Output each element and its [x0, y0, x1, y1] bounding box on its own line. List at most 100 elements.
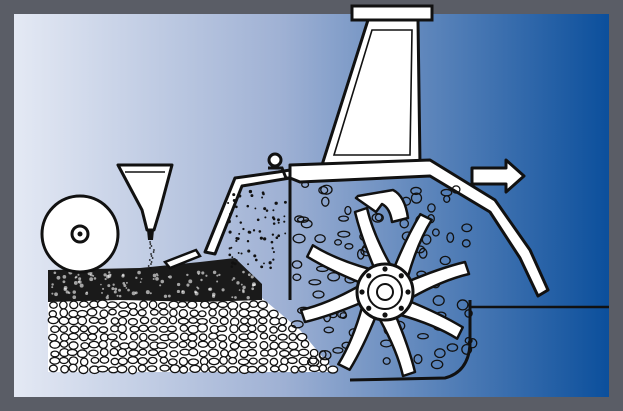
gravel-pebble [218, 366, 227, 373]
gravel-pebble [151, 309, 159, 315]
gravel-pebble [169, 301, 178, 308]
gravel-pebble [118, 325, 126, 333]
gravel-pebble [299, 349, 309, 355]
hub-bolt [366, 306, 371, 311]
gravel-pebble [229, 358, 237, 364]
gravel-pebble [269, 310, 278, 318]
gravel-pebble [111, 318, 118, 325]
gravel-pebble [99, 318, 107, 324]
spray-dot [254, 208, 256, 210]
gravel-pebble [159, 351, 167, 358]
gravel-pebble [209, 349, 219, 356]
gravel-pebble [260, 333, 267, 339]
gravel-pebble [87, 309, 96, 316]
spray-dot [253, 229, 255, 231]
gravel-pebble [120, 343, 129, 349]
gravel-pebble [281, 358, 288, 365]
gravel-pebble [111, 341, 119, 347]
gravel-pebble [89, 341, 99, 347]
gravel-pebble [148, 326, 157, 332]
gravel-pebble [271, 366, 279, 372]
spray-dot [250, 194, 253, 197]
gravel-pebble [109, 367, 118, 373]
gravel-pebble [98, 366, 108, 372]
gravel-pebble [201, 301, 210, 308]
spray-dot [277, 218, 280, 221]
gravel-pebble [168, 326, 177, 332]
gravel-pebble [188, 301, 197, 308]
gravel-pebble [249, 342, 256, 348]
gravel-pebble [119, 302, 128, 308]
gravel-pebble [128, 357, 138, 364]
hub-bolt [382, 312, 387, 317]
gravel-pebble [107, 302, 117, 308]
gravel-pebble [67, 349, 77, 355]
spray-dot [260, 265, 263, 268]
gravel-pebble [88, 326, 97, 334]
spray-dot [231, 265, 234, 268]
gravel-pebble [158, 303, 167, 309]
gravel-pebble [248, 325, 256, 331]
gravel-pebble [229, 334, 237, 341]
spray-dot [238, 194, 241, 197]
gravel-pebble [219, 309, 228, 317]
gravel-pebble [140, 333, 147, 340]
gravel-pebble [268, 349, 277, 356]
gravel-pebble [198, 324, 208, 332]
gravel-pebble [269, 335, 276, 341]
gravel-pebble [77, 310, 87, 316]
gravel-pebble [180, 366, 188, 373]
gravel-pebble [240, 350, 248, 357]
gravel-pebble [170, 351, 178, 357]
gravel-pebble [60, 309, 67, 317]
gravel-pebble [51, 351, 59, 357]
gravel-pebble [289, 334, 296, 341]
spray-dot [242, 228, 244, 230]
gravel-pebble [209, 333, 218, 339]
gravel-pebble [51, 326, 59, 332]
gravel-pebble [270, 342, 278, 349]
gravel-pebble [89, 317, 98, 323]
hub-bolt [399, 273, 404, 278]
gravel-pebble [128, 319, 137, 326]
spray-dot [231, 261, 234, 264]
gravel-pebble [60, 358, 69, 364]
spray-dot [269, 261, 272, 264]
gravel-pebble [69, 342, 78, 349]
gravel-pebble [259, 358, 268, 364]
gravel-pebble [178, 302, 187, 308]
gravel-pebble [160, 357, 167, 363]
gravel-pebble [69, 364, 77, 372]
gravel-pebble [297, 333, 306, 340]
spray-dot [238, 252, 240, 254]
pressing-roller [42, 196, 118, 272]
gravel-pebble [279, 364, 288, 372]
spray-dot [263, 237, 266, 240]
gravel-pebble [99, 341, 107, 349]
hub-bolt [405, 289, 410, 294]
gravel-pebble [69, 317, 79, 324]
spray-dot [272, 234, 274, 236]
spray-dot [237, 237, 240, 240]
spray-dot [284, 201, 287, 204]
gravel-pebble [69, 310, 78, 317]
gravel-pebble [299, 366, 307, 372]
spray-dot [231, 256, 233, 258]
spray-dot [264, 216, 266, 218]
gravel-pebble [291, 366, 298, 373]
gravel-pebble [119, 318, 127, 325]
gravel-pebble [108, 334, 117, 340]
gravel-pebble [209, 309, 216, 316]
spray-dot [253, 254, 256, 257]
spray-dot [229, 213, 232, 216]
gravel-pebble [49, 334, 58, 341]
gravel-pebble [179, 342, 187, 348]
gravel-pebble [239, 309, 249, 316]
gravel-pebble [259, 318, 267, 324]
gravel-pebble [288, 358, 297, 364]
gravel-pebble [160, 309, 168, 315]
gravel-pebble [110, 348, 118, 355]
spray-dot [255, 259, 258, 262]
